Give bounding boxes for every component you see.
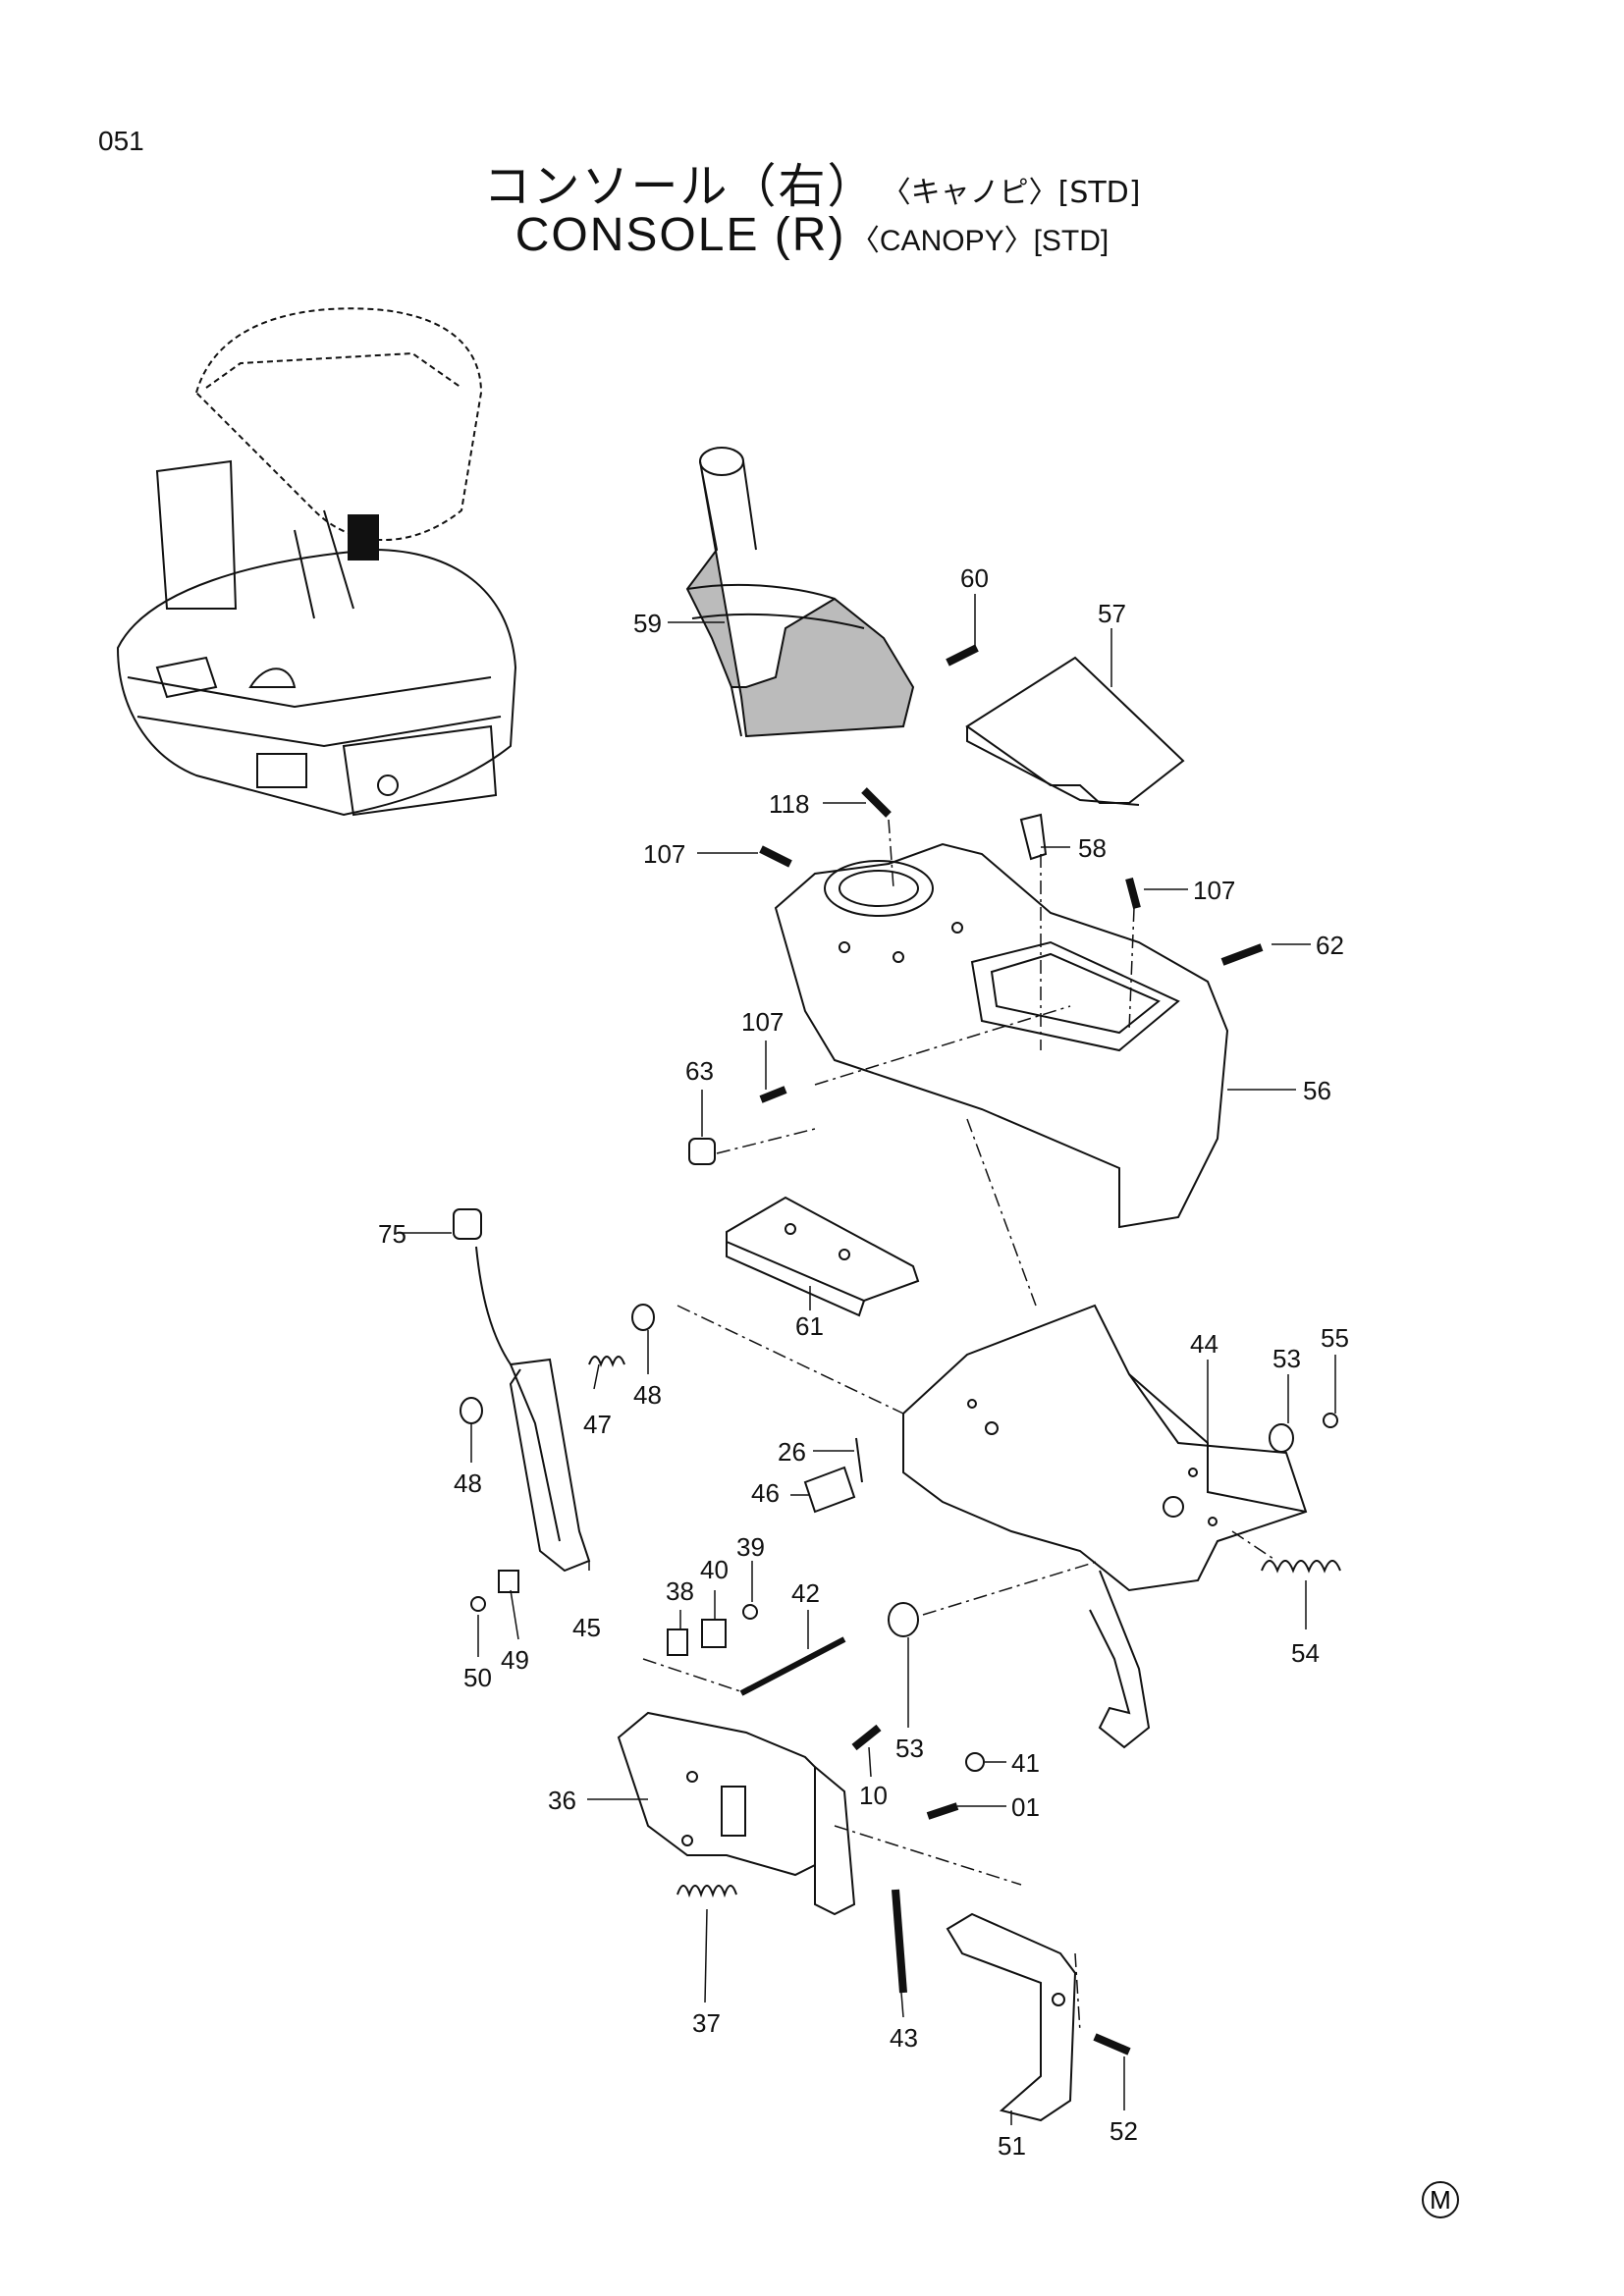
small-hardware bbox=[460, 644, 1341, 2056]
callout-49: 49 bbox=[501, 1645, 529, 1675]
title-english: CONSOLE (R) 〈CANOPY〉[STD] bbox=[0, 208, 1624, 262]
callout-41: 41 bbox=[1011, 1748, 1040, 1778]
callout-62: 62 bbox=[1316, 931, 1344, 960]
callout-56: 56 bbox=[1303, 1076, 1331, 1105]
callout-55: 55 bbox=[1321, 1323, 1349, 1353]
callout-42: 42 bbox=[791, 1578, 820, 1608]
part-41-washer bbox=[965, 1752, 985, 1772]
callout-52: 52 bbox=[1110, 2116, 1138, 2146]
title-japanese: コンソール（右） 〈キャノピ〉[STD] bbox=[0, 147, 1624, 216]
part-43-pin bbox=[892, 1889, 907, 1994]
leader-lines bbox=[398, 594, 1336, 2125]
assembly-centerlines bbox=[642, 819, 1277, 2033]
part-51-guard bbox=[946, 1912, 1077, 2122]
callout-36: 36 bbox=[548, 1786, 576, 1815]
callout-01: 01 bbox=[1011, 1792, 1040, 1822]
callout-38: 38 bbox=[666, 1576, 694, 1606]
callout-107-a: 107 bbox=[643, 839, 685, 869]
part-39-ring bbox=[742, 1604, 758, 1620]
callout-75: 75 bbox=[378, 1219, 406, 1249]
part-59-lever-boot bbox=[685, 447, 915, 738]
callout-54: 54 bbox=[1291, 1638, 1320, 1668]
part-107-bolt-c bbox=[759, 1086, 787, 1103]
part-37-spring bbox=[677, 1885, 737, 1898]
part-118-bolt bbox=[861, 787, 892, 818]
callout-48-b: 48 bbox=[454, 1468, 482, 1498]
part-61-bracket bbox=[726, 1196, 920, 1317]
callout-60: 60 bbox=[960, 563, 989, 593]
part-46-pin bbox=[803, 1466, 856, 1514]
part-75-knob bbox=[453, 1208, 482, 1240]
part-54-spring bbox=[1261, 1560, 1341, 1574]
part-62-bolt bbox=[1220, 943, 1264, 966]
callout-53-b: 53 bbox=[895, 1734, 924, 1763]
part-53-bush-b bbox=[888, 1602, 919, 1637]
callout-107-c: 107 bbox=[741, 1007, 784, 1037]
part-44-main-frame bbox=[902, 1304, 1308, 1749]
part-45-lever bbox=[475, 1246, 591, 1573]
callout-labels: 59 60 57 118 58 107 107 62 107 63 56 75 … bbox=[378, 563, 1349, 2161]
part-50-ring bbox=[470, 1596, 486, 1612]
page-number: 051 bbox=[98, 126, 144, 156]
callout-26: 26 bbox=[778, 1437, 806, 1467]
part-107-bolt-a bbox=[759, 845, 792, 868]
callout-40: 40 bbox=[700, 1555, 729, 1584]
part-36-lower-bracket bbox=[617, 1711, 856, 1916]
title-en-main: CONSOLE (R) bbox=[514, 209, 846, 261]
title-jp-sub: 〈キャノピ〉[STD] bbox=[881, 176, 1141, 210]
part-56-console-body bbox=[774, 842, 1229, 1229]
callout-37: 37 bbox=[692, 2008, 721, 2038]
callout-61: 61 bbox=[795, 1311, 824, 1341]
part-01-bolt bbox=[926, 1802, 959, 1820]
part-63-clip bbox=[688, 1138, 716, 1165]
title-jp-main: コンソール（右） bbox=[483, 159, 877, 214]
part-40-bush bbox=[701, 1619, 727, 1648]
callout-51: 51 bbox=[998, 2131, 1026, 2161]
callout-44: 44 bbox=[1190, 1329, 1218, 1359]
excavator-overview-sketch bbox=[116, 307, 517, 817]
part-26-pin bbox=[855, 1437, 863, 1483]
part-38-bush bbox=[667, 1629, 688, 1656]
part-55-ring bbox=[1323, 1413, 1338, 1428]
callout-58: 58 bbox=[1078, 833, 1107, 863]
part-107-bolt-b bbox=[1125, 877, 1141, 910]
part-49-pin bbox=[498, 1570, 519, 1593]
callout-47: 47 bbox=[583, 1410, 612, 1439]
callout-50: 50 bbox=[463, 1663, 492, 1692]
callout-53-a: 53 bbox=[1272, 1344, 1301, 1373]
callout-118: 118 bbox=[769, 789, 809, 819]
part-48-bush-a bbox=[631, 1304, 655, 1331]
part-42-rod bbox=[739, 1636, 846, 1696]
part-48-bush-b bbox=[460, 1397, 483, 1424]
callout-39: 39 bbox=[736, 1532, 765, 1562]
callout-63: 63 bbox=[685, 1056, 714, 1086]
callout-59: 59 bbox=[633, 609, 662, 638]
part-53-bush-a bbox=[1269, 1423, 1294, 1453]
part-52-bolt bbox=[1093, 2033, 1131, 2056]
callout-57: 57 bbox=[1098, 599, 1126, 628]
callout-48-a: 48 bbox=[633, 1380, 662, 1410]
callout-107-b: 107 bbox=[1193, 876, 1235, 905]
part-58-clip bbox=[1019, 813, 1048, 861]
manufacturer-mark: M bbox=[1422, 2181, 1459, 2218]
callout-43: 43 bbox=[890, 2023, 918, 2053]
callout-45: 45 bbox=[572, 1613, 601, 1642]
part-10-bolt bbox=[851, 1724, 882, 1751]
callout-46: 46 bbox=[751, 1478, 780, 1508]
part-47-spring bbox=[588, 1356, 625, 1367]
part-60-screw bbox=[946, 644, 979, 667]
title-en-sub: 〈CANOPY〉[STD] bbox=[849, 225, 1110, 257]
part-57-cover bbox=[965, 656, 1185, 806]
callout-10: 10 bbox=[859, 1781, 888, 1810]
